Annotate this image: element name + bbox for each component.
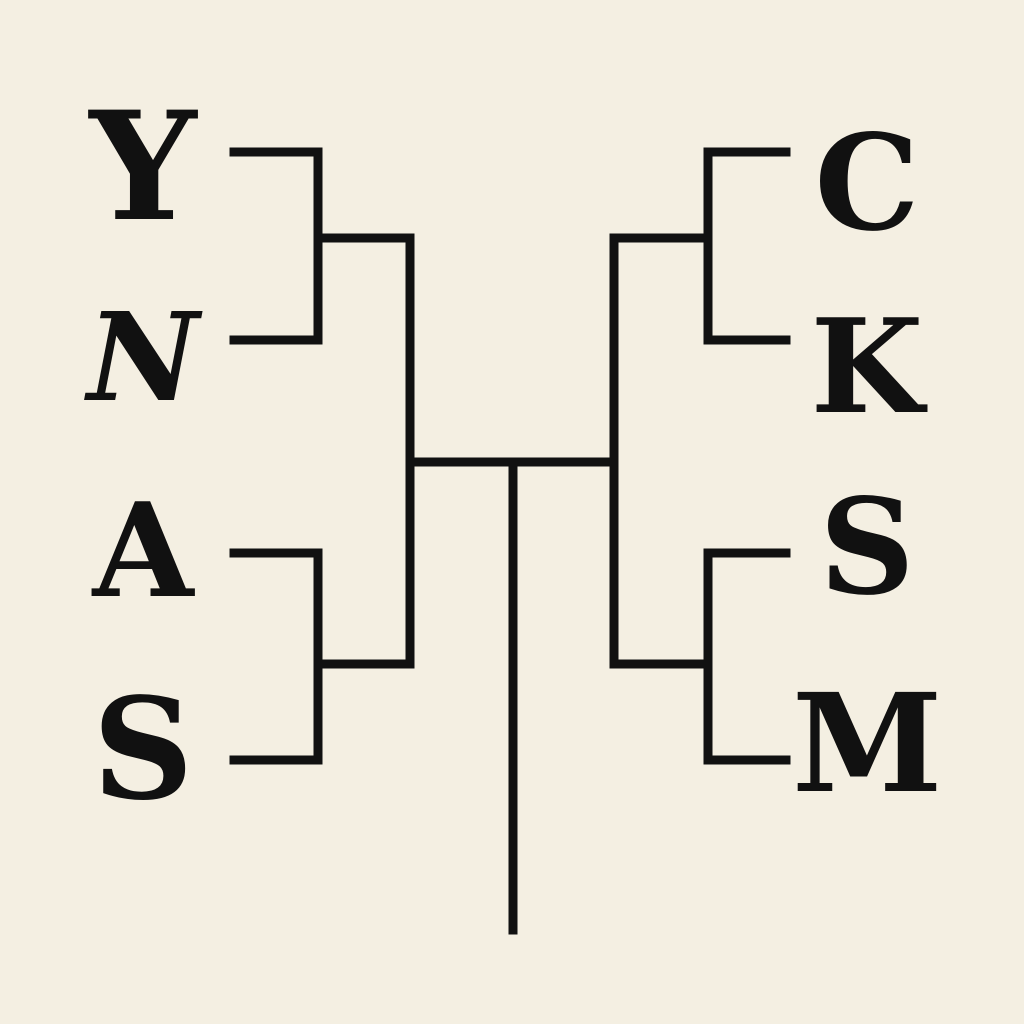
- left-entry-2: N: [87, 285, 199, 429]
- right-entry-4: M: [792, 664, 943, 824]
- left-entry-4: S: [92, 668, 194, 832]
- bracket-line-right-semifinal: [609, 233, 713, 669]
- bracket-line-right-top-pair: [703, 147, 791, 345]
- bracket-line-left-semifinal: [313, 233, 415, 669]
- right-entry-1: C: [814, 106, 920, 261]
- bracket-line-left-top-pair: [229, 147, 323, 345]
- left-entry-1: Y: [89, 79, 197, 255]
- bracket-line-right-bottom-pair: [703, 548, 791, 765]
- bracket-line-left-bottom-pair: [229, 548, 323, 765]
- right-entry-3: S: [819, 470, 915, 625]
- left-entry-3: A: [92, 474, 194, 627]
- right-entry-2: K: [810, 290, 924, 443]
